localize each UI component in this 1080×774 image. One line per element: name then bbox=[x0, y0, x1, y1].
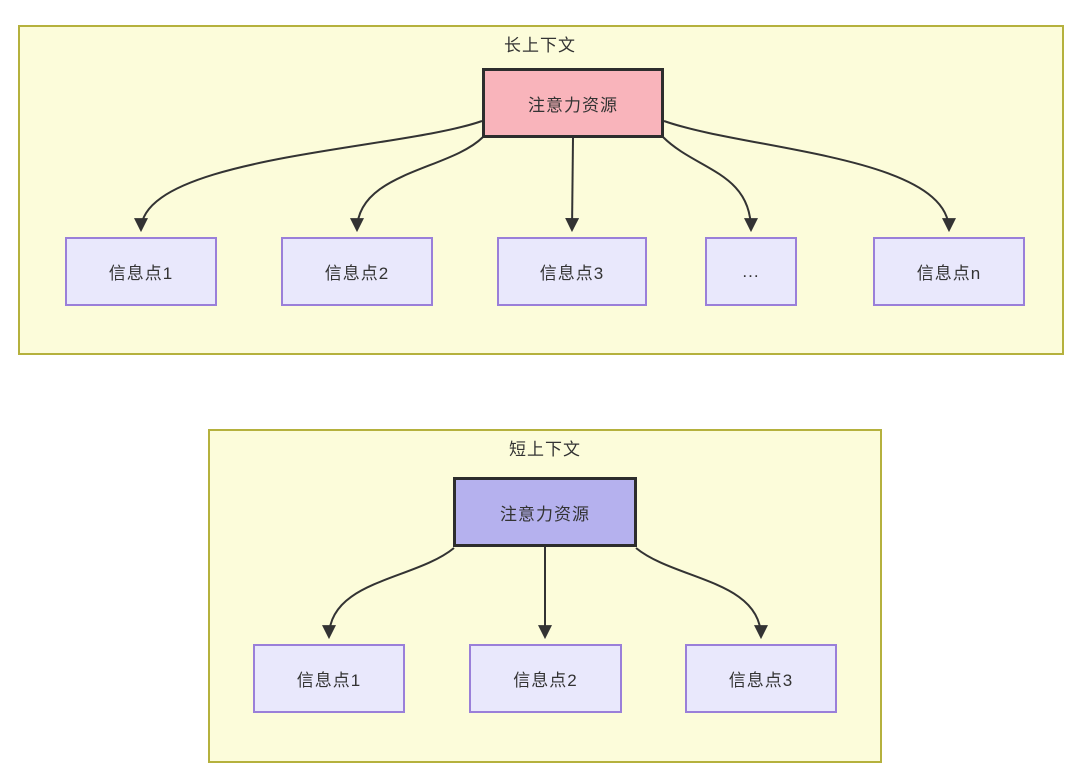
info-point-node-short-3: 信息点3 bbox=[685, 644, 837, 713]
info-point-node-long-n: 信息点n bbox=[873, 237, 1025, 306]
short-context-title: 短上下文 bbox=[509, 440, 581, 459]
info-point-node-short-1: 信息点1 bbox=[253, 644, 405, 713]
info-point-node-long-1: 信息点1 bbox=[65, 237, 217, 306]
long-context-title: 长上下文 bbox=[504, 36, 576, 55]
attention-resource-node-short: 注意力资源 bbox=[453, 477, 637, 547]
info-point-node-long-2: 信息点2 bbox=[281, 237, 433, 306]
attention-resource-node-long: 注意力资源 bbox=[482, 68, 664, 138]
info-point-node-long-3: 信息点3 bbox=[497, 237, 647, 306]
info-point-node-short-2: 信息点2 bbox=[469, 644, 622, 713]
info-point-node-long-ellipsis: ... bbox=[705, 237, 797, 306]
